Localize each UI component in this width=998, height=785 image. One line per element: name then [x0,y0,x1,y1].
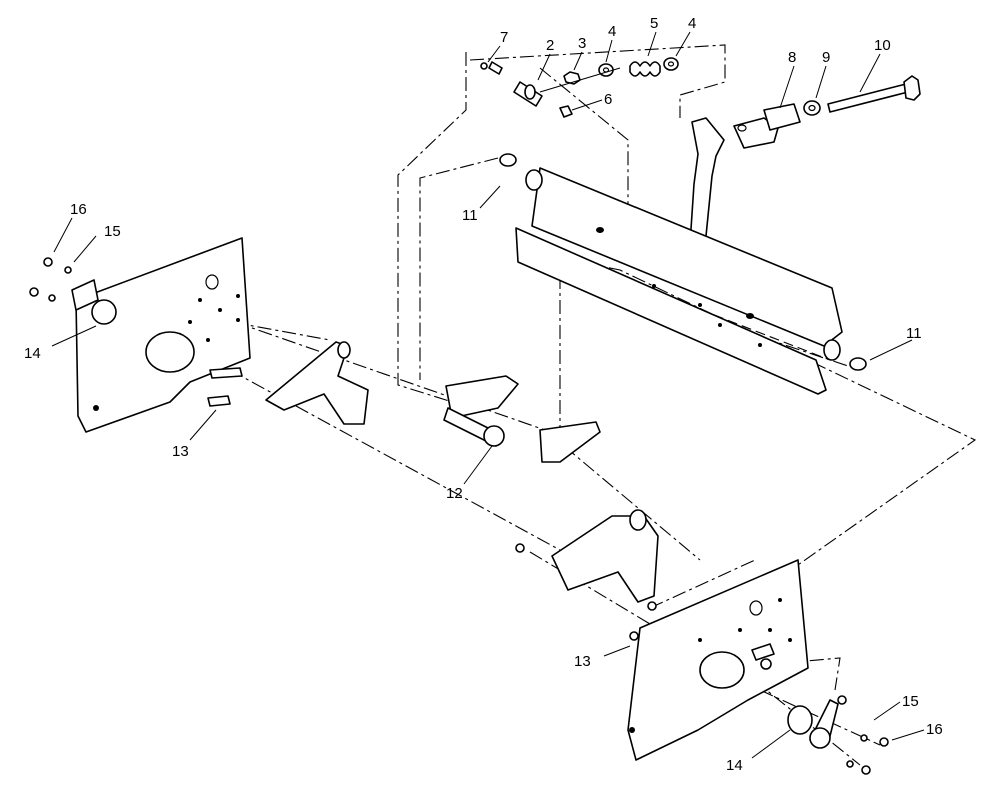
callout-15-right: 15 [902,693,919,710]
callout-11-right: 11 [906,325,922,342]
callout-8: 8 [788,49,796,66]
callout-12: 12 [446,485,463,502]
callout-14-left: 14 [24,345,41,362]
callout-16-right: 16 [926,721,943,738]
callout-6: 6 [604,91,612,108]
callout-9: 9 [822,49,830,66]
callout-13-left: 13 [172,443,189,460]
callout-10: 10 [874,37,891,54]
callout-2: 2 [546,37,554,54]
callout-labels: 7 2 3 4 5 4 6 8 9 10 11 11 12 13 13 14 1… [24,15,943,774]
callout-leaders [51,31,925,759]
callout-3: 3 [578,35,586,52]
left-arm [265,341,601,463]
linkage-rod-assembly [480,57,679,118]
callout-4-left: 4 [608,23,616,40]
cross-bar [499,153,867,395]
callout-5: 5 [650,15,658,32]
callout-16-left: 16 [70,201,87,218]
right-side-plate [627,559,889,775]
left-side-plate [29,237,251,433]
center-lines [109,44,977,766]
callout-4-right: 4 [688,15,696,32]
callout-14-right: 14 [726,757,743,774]
callout-15-left: 15 [104,223,121,240]
callout-7: 7 [500,29,508,46]
callout-11-left: 11 [462,207,478,224]
callout-13-right: 13 [574,653,591,670]
right-arm [515,509,659,603]
